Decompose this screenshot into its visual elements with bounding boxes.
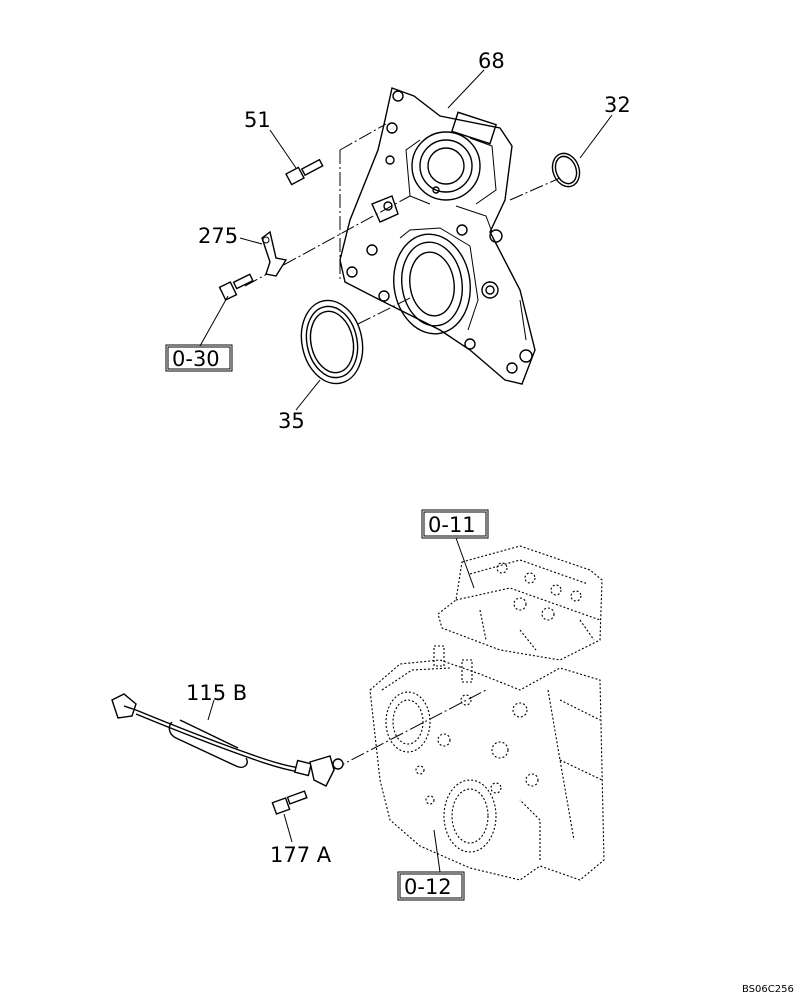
assembly-line-sensor [331,689,487,771]
ref-box-011[interactable]: 0-11 [421,509,489,539]
engine-cylinder-block [369,645,605,881]
label-275: 275 [198,224,238,248]
leaders-bottom [207,537,475,873]
bolt-51 [285,158,324,186]
ref-012-label: 0-12 [404,875,452,899]
label-115b: 115 B [186,681,247,705]
label-68: 68 [478,49,505,73]
label-32: 32 [604,93,631,117]
o-ring-32 [551,152,581,188]
label-177a: 177 A [270,843,332,867]
bolt-177a [271,790,308,815]
bolt-ref-030 [218,273,254,301]
label-51: 51 [244,108,271,132]
ref-030-label: 0-30 [172,347,220,371]
bracket-275 [261,230,288,277]
sensor-harness-115b [111,693,344,787]
front-cover-plate [339,87,536,385]
ref-box-012[interactable]: 0-12 [397,871,465,901]
oil-seal-35 [300,299,364,385]
drawing-code: BS06C256 [742,984,794,995]
ref-011-label: 0-11 [428,513,476,537]
ref-box-030[interactable]: 0-30 [165,344,233,372]
engine-cylinder-head [437,545,603,661]
leaders-top [199,69,613,411]
label-35: 35 [278,409,305,433]
